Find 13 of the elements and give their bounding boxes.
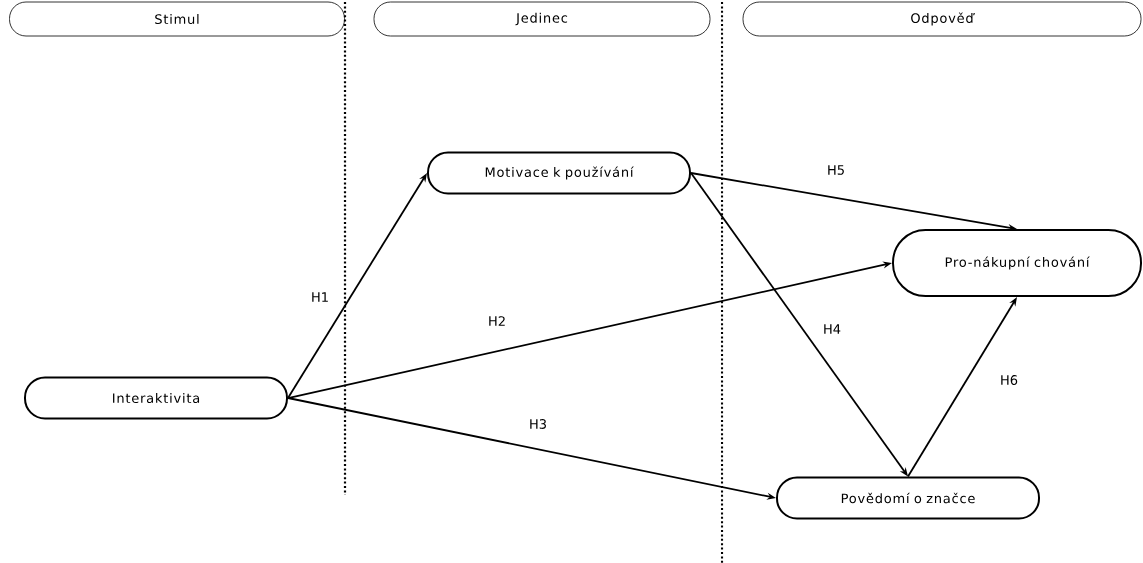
edge-label: H1 — [310, 291, 331, 303]
edge-label: H3 — [528, 418, 549, 430]
edge-label: H4 — [822, 323, 843, 335]
construct-box: Pro-nákupní chování — [892, 229, 1142, 297]
column-header: Odpověď — [742, 1, 1142, 37]
edge-label: H6 — [999, 374, 1020, 386]
edge-label: H5 — [826, 164, 847, 176]
column-header: Stimul — [9, 1, 345, 37]
column-header: Jedinec — [373, 1, 711, 37]
construct-box: Motivace k používání — [427, 151, 691, 195]
construct-box: Interaktivita — [24, 376, 288, 420]
edge-label: H2 — [487, 315, 508, 327]
construct-box: Povědomí o značce — [776, 476, 1040, 520]
